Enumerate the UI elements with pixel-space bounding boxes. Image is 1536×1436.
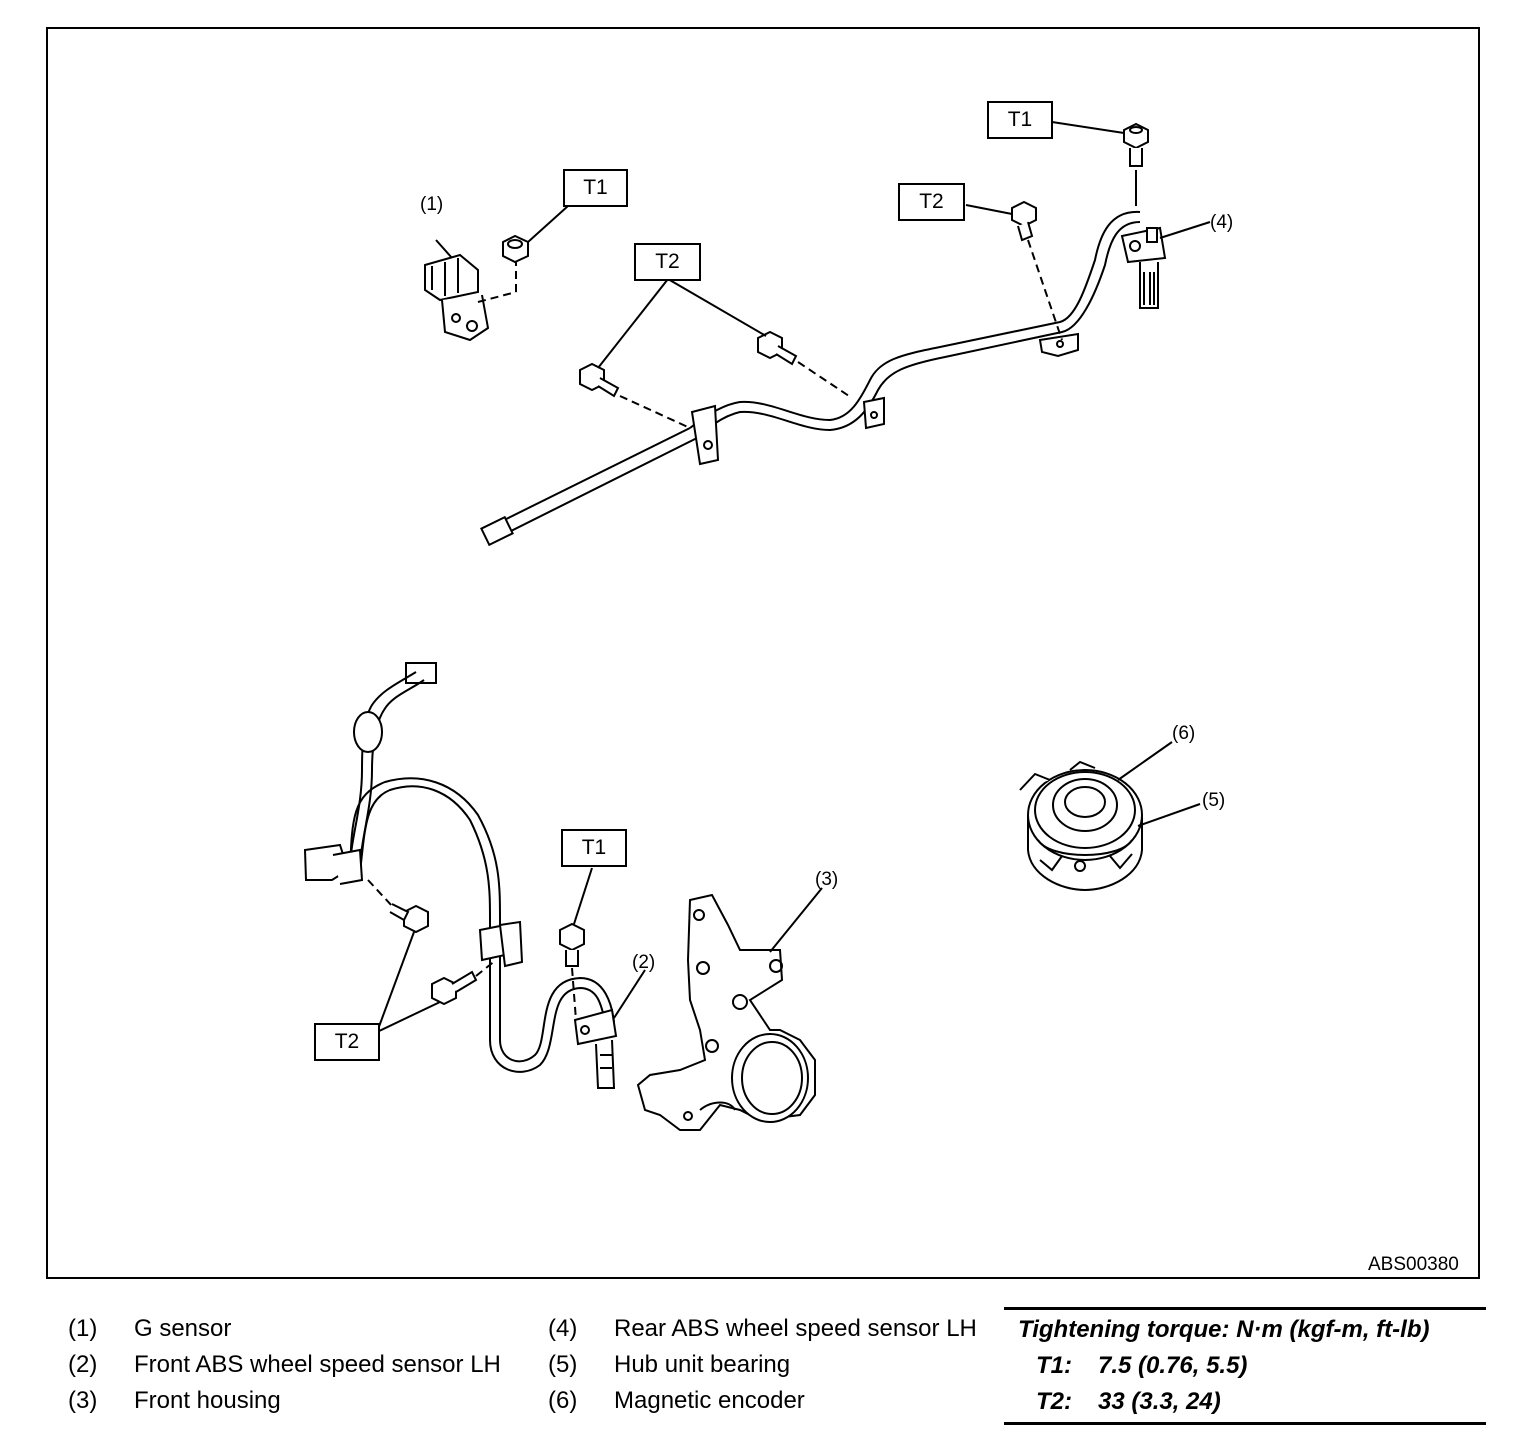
front-harness bbox=[303, 662, 615, 1073]
torque-title: Tightening torque: N·m (kgf-m, ft-lb) bbox=[1018, 1316, 1430, 1343]
legend-text: Rear ABS wheel speed sensor LH bbox=[614, 1315, 977, 1342]
legend-text: G sensor bbox=[134, 1315, 232, 1342]
bolt-t2-front-a bbox=[389, 903, 429, 934]
rear-harness bbox=[480, 210, 1141, 547]
rear-abs-sensor-part bbox=[1120, 226, 1167, 309]
part-label-2: (2) bbox=[632, 952, 656, 973]
legend-number: (3) bbox=[68, 1387, 98, 1414]
legend-text: Magnetic encoder bbox=[614, 1387, 805, 1414]
part-label-5: (5) bbox=[1202, 790, 1226, 811]
bolt-t1-rear bbox=[1123, 122, 1149, 167]
torque-callout-t2: T2 bbox=[634, 243, 701, 281]
front-abs-sensor-part bbox=[573, 1008, 618, 1089]
legend-number: (6) bbox=[548, 1387, 578, 1414]
front-housing-part bbox=[636, 893, 816, 1131]
part-label-4: (4) bbox=[1210, 212, 1234, 233]
bolt-t2-center-a bbox=[579, 362, 620, 398]
torque-callout-t2: T2 bbox=[314, 1023, 380, 1061]
nut-t1-g-sensor bbox=[502, 234, 529, 264]
diagram-frame bbox=[46, 27, 1480, 1279]
legend-number: (1) bbox=[68, 1315, 98, 1342]
bolt-t2-front-b bbox=[431, 970, 478, 1006]
legend-number: (2) bbox=[68, 1351, 98, 1378]
bolt-t2-center-b bbox=[757, 330, 798, 366]
parts-illustration bbox=[303, 121, 1211, 1131]
torque-callout-t1: T1 bbox=[561, 829, 627, 867]
legend-text: Front ABS wheel speed sensor LH bbox=[134, 1351, 501, 1378]
part-label-1: (1) bbox=[420, 194, 444, 215]
torque-callout-t2: T2 bbox=[898, 183, 965, 221]
torque-key: T1: bbox=[1036, 1352, 1072, 1379]
legend-text: Front housing bbox=[134, 1387, 281, 1414]
torque-value: 33 (3.3, 24) bbox=[1098, 1388, 1221, 1415]
legend-number: (4) bbox=[548, 1315, 578, 1342]
bolt-t1-front bbox=[559, 922, 585, 967]
torque-callout-t1: T1 bbox=[563, 169, 628, 207]
g-sensor-part bbox=[424, 239, 490, 342]
bolt-t2-rear bbox=[1011, 200, 1037, 242]
part-label-6: (6) bbox=[1172, 723, 1196, 744]
legend-number: (5) bbox=[548, 1351, 578, 1378]
torque-key: T2: bbox=[1036, 1388, 1072, 1415]
hub-unit-bearing-part bbox=[1019, 760, 1143, 892]
figure-code: ABS00380 bbox=[1368, 1254, 1459, 1275]
torque-value: 7.5 (0.76, 5.5) bbox=[1098, 1352, 1248, 1379]
legend-text: Hub unit bearing bbox=[614, 1351, 791, 1378]
torque-spec-panel: Tightening torque: N·m (kgf-m, ft-lb) T1… bbox=[1004, 1307, 1486, 1425]
torque-callout-t1: T1 bbox=[987, 101, 1053, 139]
part-label-3: (3) bbox=[815, 869, 839, 890]
